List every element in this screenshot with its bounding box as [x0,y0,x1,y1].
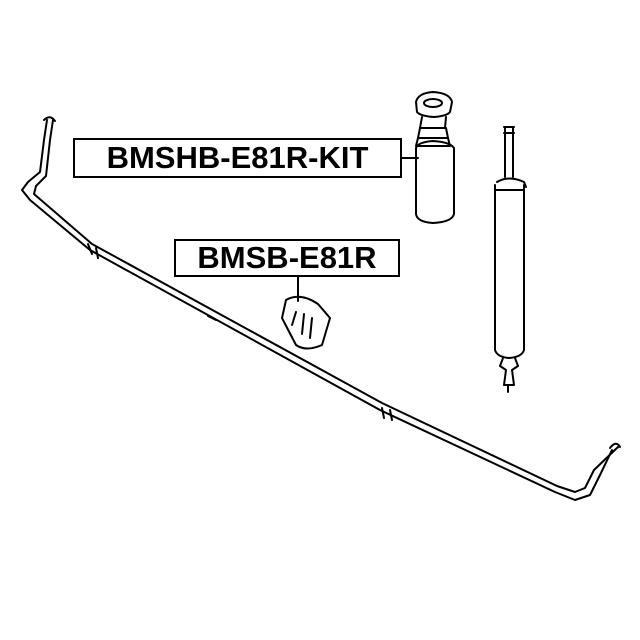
part-label-stabilizer-bushing[interactable]: BMSB-E81R [174,239,400,277]
stabilizer-bar [21,116,621,501]
part-label-shock-kit[interactable]: BMSHB-E81R-KIT [73,138,402,178]
bump-stop-dust-cover [415,91,455,224]
shock-absorber [494,126,527,393]
stabilizer-bushing [281,295,331,350]
